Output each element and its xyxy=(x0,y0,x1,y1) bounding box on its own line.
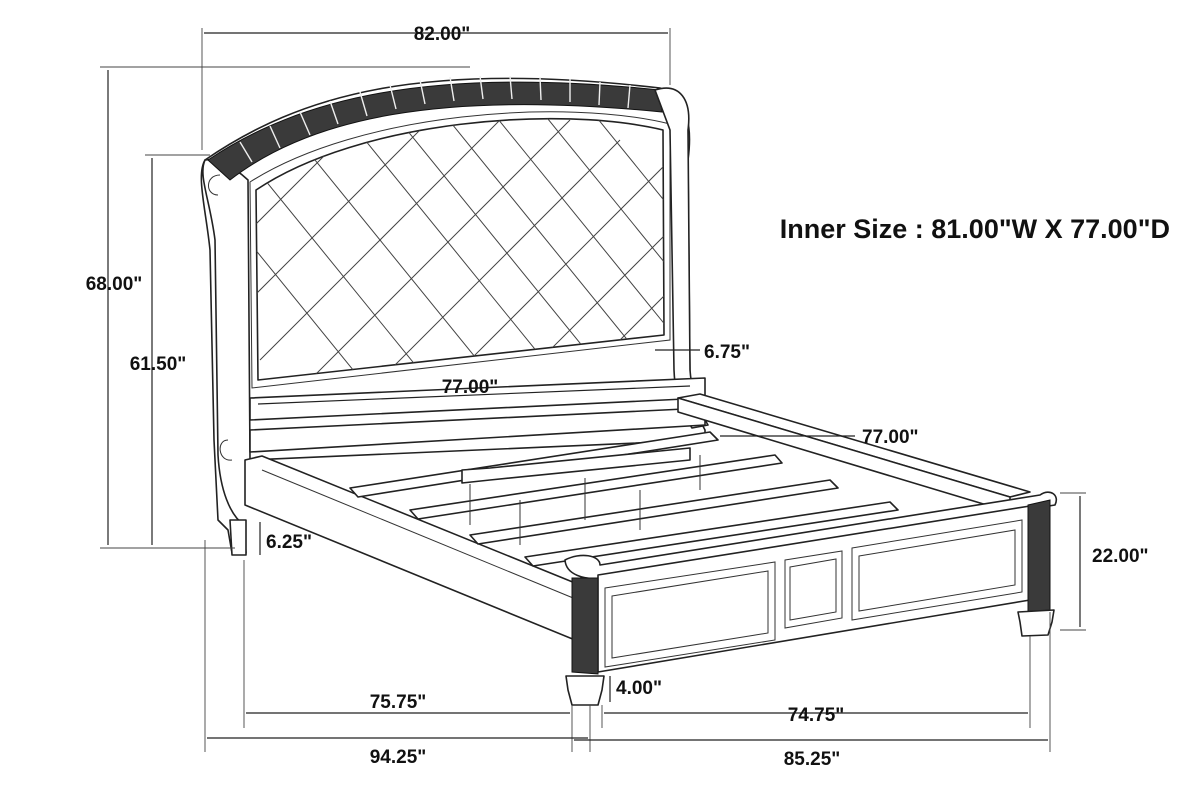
right-side-rail xyxy=(677,393,1031,498)
headboard-left-post xyxy=(200,159,247,554)
footboard-leg-height-label: 4.00" xyxy=(616,678,662,699)
headboard-leg-height-label: 6.25" xyxy=(266,532,312,553)
dimension-labels: 82.00" 68.00" 61.50" 6.75" 77.00" 77.00"… xyxy=(86,24,1149,770)
tufted-panel xyxy=(255,117,665,381)
footboard-left-post xyxy=(571,577,599,675)
headboard-left-foot xyxy=(229,519,247,556)
carved-crest xyxy=(207,81,663,181)
footboard-height-label: 22.00" xyxy=(1092,546,1149,567)
footboard-outer-width-label: 85.25" xyxy=(784,749,841,770)
inner-length-label: 77.00" xyxy=(862,427,919,448)
footboard-inner-width-label: 74.75" xyxy=(788,705,845,726)
overall-width-label: 82.00" xyxy=(414,24,471,45)
overall-height-label: 68.00" xyxy=(86,274,143,295)
footboard-cap xyxy=(564,491,1058,580)
headboard-left-scroll xyxy=(208,174,233,461)
footboard-left-foot xyxy=(565,675,605,706)
headboard-lower-rail xyxy=(249,407,706,453)
support-legs xyxy=(469,455,701,545)
inner-size-heading: Inner Size : 81.00"W X 77.00"D xyxy=(780,214,1170,244)
slats xyxy=(349,431,899,567)
overall-length-label: 94.25" xyxy=(370,747,427,768)
side-rail-inner-label: 75.75" xyxy=(370,692,427,713)
footboard-panels xyxy=(604,519,1023,668)
bed-drawing xyxy=(200,75,1058,706)
dimension-lines xyxy=(100,28,1086,752)
center-support xyxy=(461,447,691,484)
crest-carving-lines xyxy=(239,75,631,163)
left-side-rail-inner xyxy=(261,469,579,601)
footboard-right-foot xyxy=(1017,609,1055,637)
headboard-thickness-label: 6.75" xyxy=(704,342,750,363)
inner-width-label: 77.00" xyxy=(442,377,499,398)
footboard-right-post xyxy=(1027,499,1051,613)
tufted-panel-border xyxy=(249,111,671,389)
headboard-height-label: 61.50" xyxy=(130,354,187,375)
